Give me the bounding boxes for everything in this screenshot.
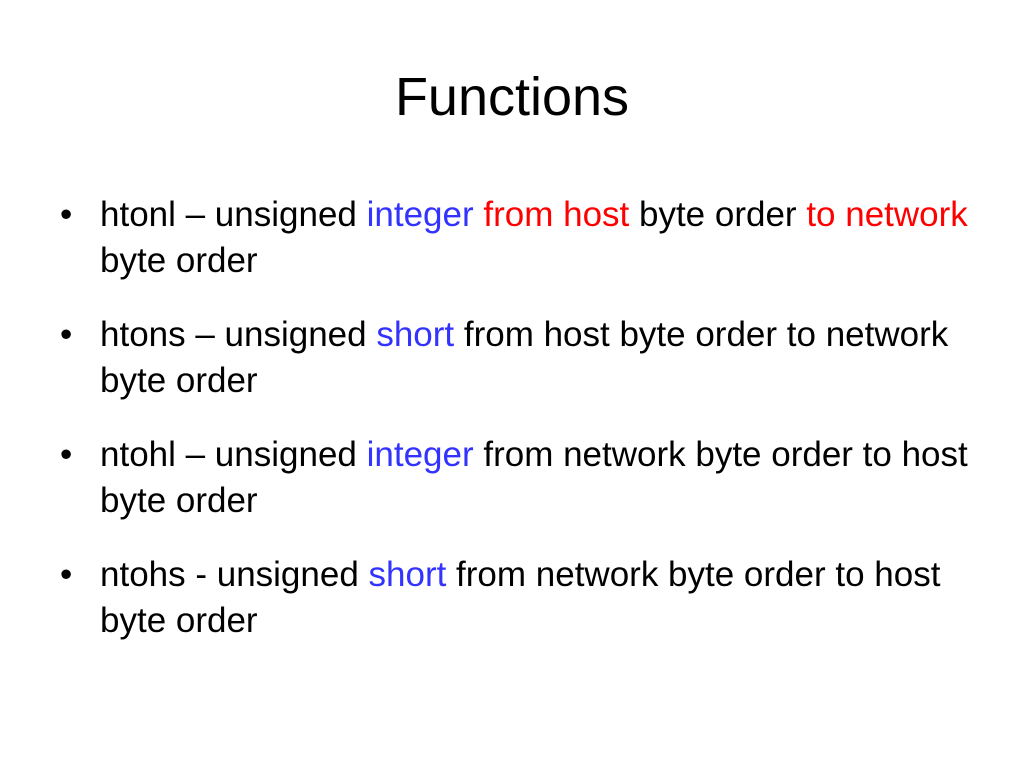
htonl-spacer: [474, 195, 484, 234]
ntohl-type-highlight: integer: [366, 435, 474, 474]
htonl-text-prefix: htonl – unsigned: [100, 195, 367, 234]
slide-title: Functions: [394, 67, 630, 127]
bullet-dot-icon: •: [60, 435, 73, 474]
ntohs-text-suffix: from network byte order to host byte ord…: [100, 555, 941, 640]
bullet-item-htonl: • htonl – unsigned integer from host byt…: [54, 192, 984, 284]
htonl-text-middle: byte order: [629, 195, 807, 234]
htons-type-highlight: short: [376, 315, 455, 354]
ntohs-type-highlight: short: [368, 555, 447, 594]
htonl-text-suffix: byte order: [100, 241, 258, 280]
ntohl-text-suffix: from network byte order to host byte ord…: [100, 435, 968, 520]
htonl-source-highlight: from host: [483, 195, 630, 234]
htonl-type-highlight: integer: [366, 195, 474, 234]
bullet-list: • htonl – unsigned integer from host byt…: [54, 192, 984, 672]
htonl-target-highlight: to network: [806, 195, 968, 234]
ntohl-text-prefix: ntohl – unsigned: [100, 435, 367, 474]
bullet-dot-icon: •: [60, 555, 73, 594]
htons-text-suffix: from host byte order to network byte ord…: [100, 315, 949, 400]
bullet-dot-icon: •: [60, 195, 73, 234]
ntohs-text-prefix: ntohs - unsigned: [100, 555, 369, 594]
bullet-item-htons: • htons – unsigned short from host byte …: [54, 312, 984, 404]
bullet-dot-icon: •: [60, 315, 73, 354]
bullet-item-ntohl: • ntohl – unsigned integer from network …: [54, 432, 984, 524]
htons-text-prefix: htons – unsigned: [100, 315, 377, 354]
bullet-item-ntohs: • ntohs - unsigned short from network by…: [54, 552, 984, 644]
